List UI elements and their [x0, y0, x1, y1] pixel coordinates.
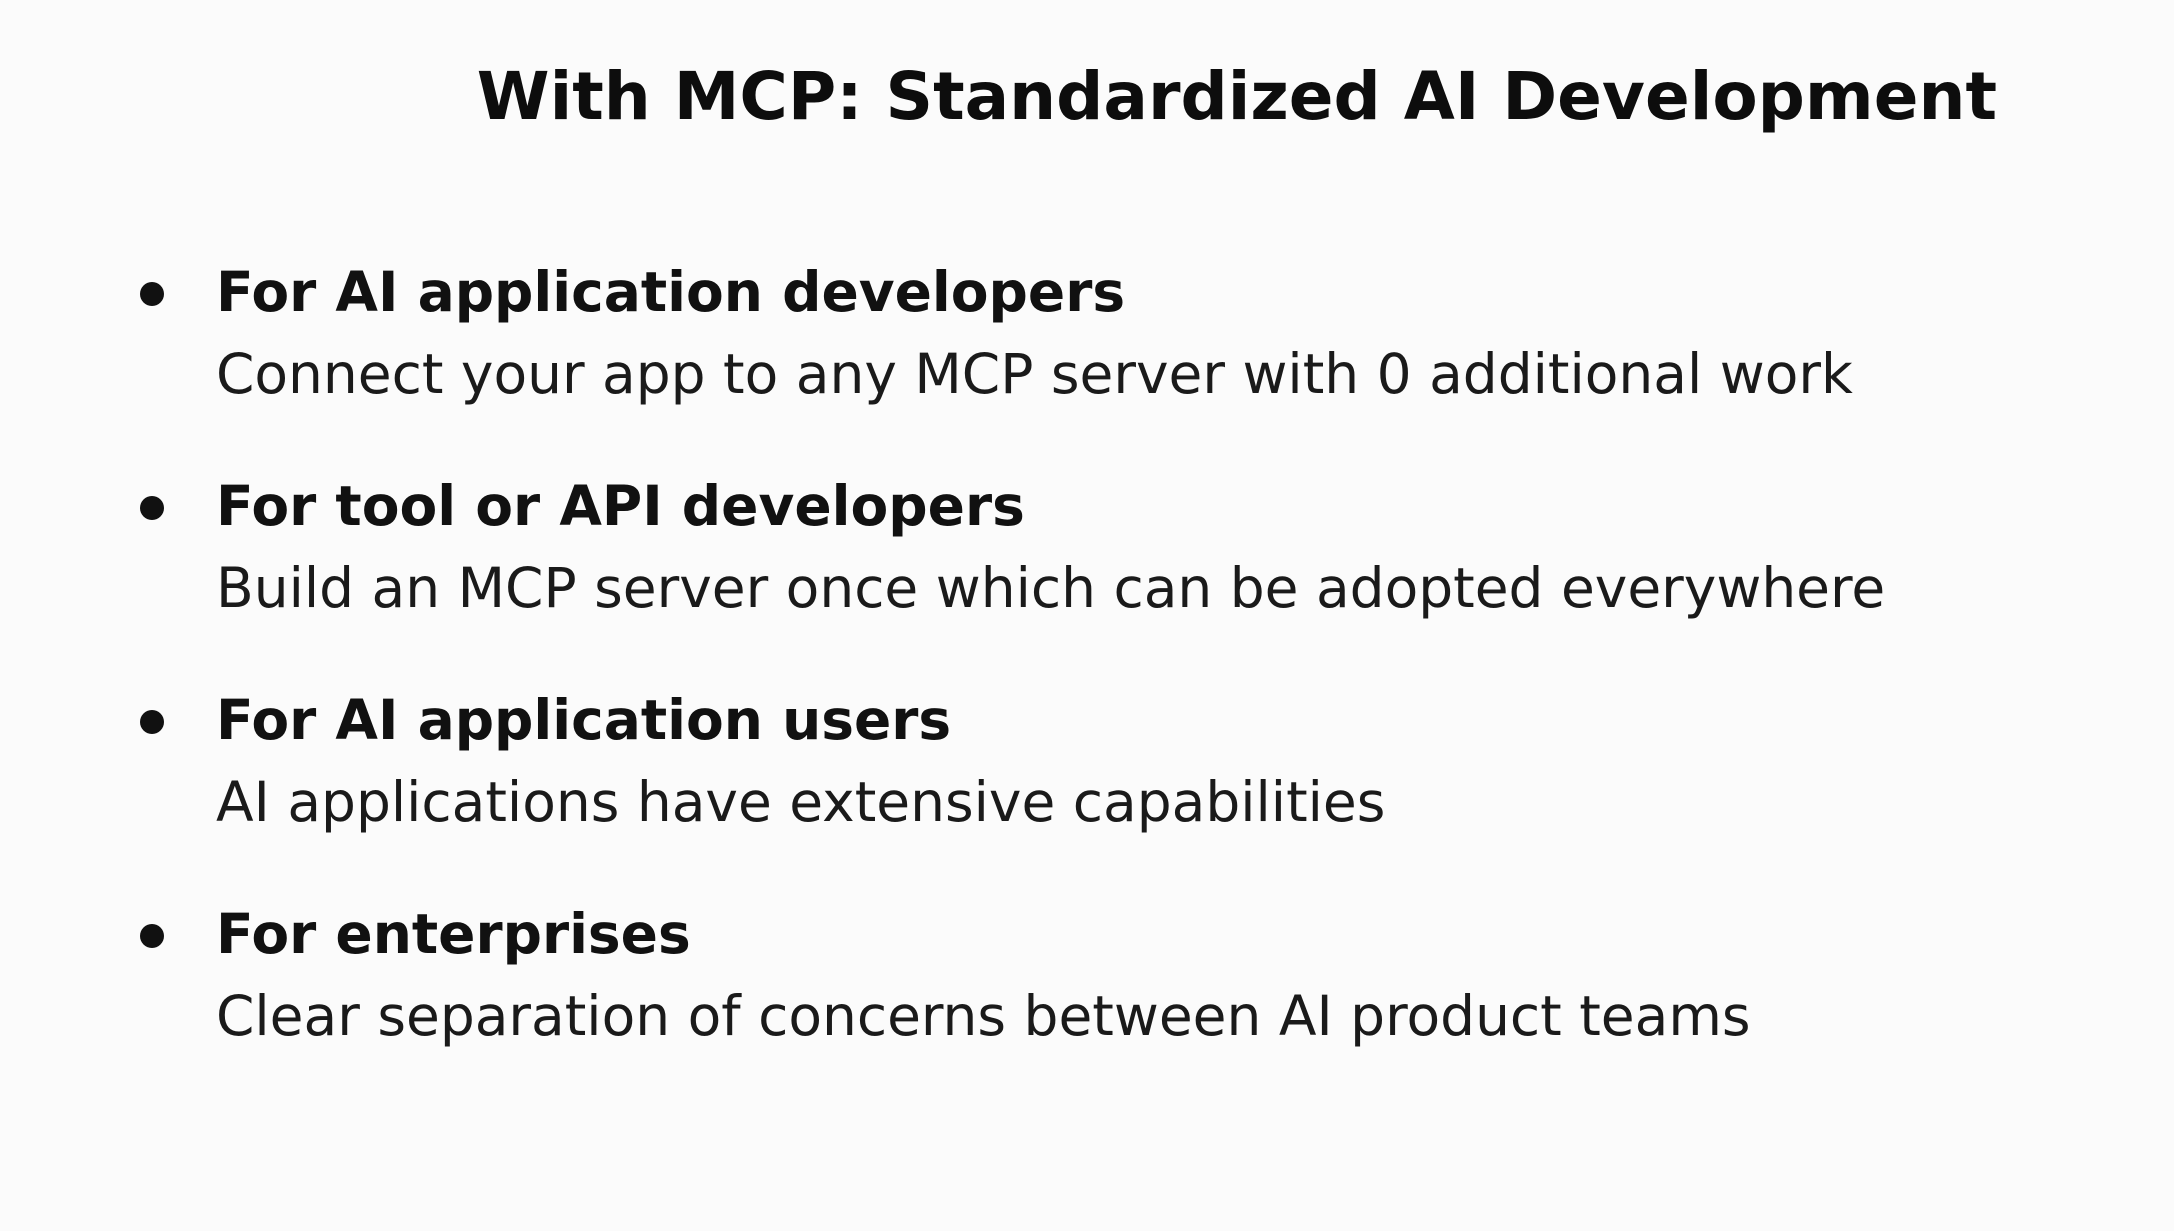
bullet-dot-icon [140, 496, 164, 520]
bullet-body: AI applications have extensive capabilit… [216, 770, 1386, 834]
slide-title: With MCP: Standardized AI Development [476, 58, 1997, 135]
bullet-body: Build an MCP server once which can be ad… [216, 556, 1886, 620]
bullet-item-tool-api-developers: For tool or API developers Build an MCP … [132, 466, 2092, 680]
bullet-heading: For enterprises [216, 902, 691, 966]
bullet-item-ai-app-developers: For AI application developers Connect yo… [132, 252, 2092, 466]
bullet-item-enterprises: For enterprises Clear separation of conc… [132, 894, 2092, 1108]
bullet-item-ai-app-users: For AI application users AI applications… [132, 680, 2092, 894]
bullet-heading: For AI application users [216, 688, 952, 752]
bullet-body: Connect your app to any MCP server with … [216, 342, 1853, 406]
bullet-body: Clear separation of concerns between AI … [216, 984, 1751, 1048]
bullet-heading: For tool or API developers [216, 474, 1025, 538]
bullet-dot-icon [140, 924, 164, 948]
bullet-dot-icon [140, 710, 164, 734]
bullet-heading: For AI application developers [216, 260, 1126, 324]
bullet-dot-icon [140, 282, 164, 306]
bullet-list: For AI application developers Connect yo… [132, 252, 2092, 1108]
